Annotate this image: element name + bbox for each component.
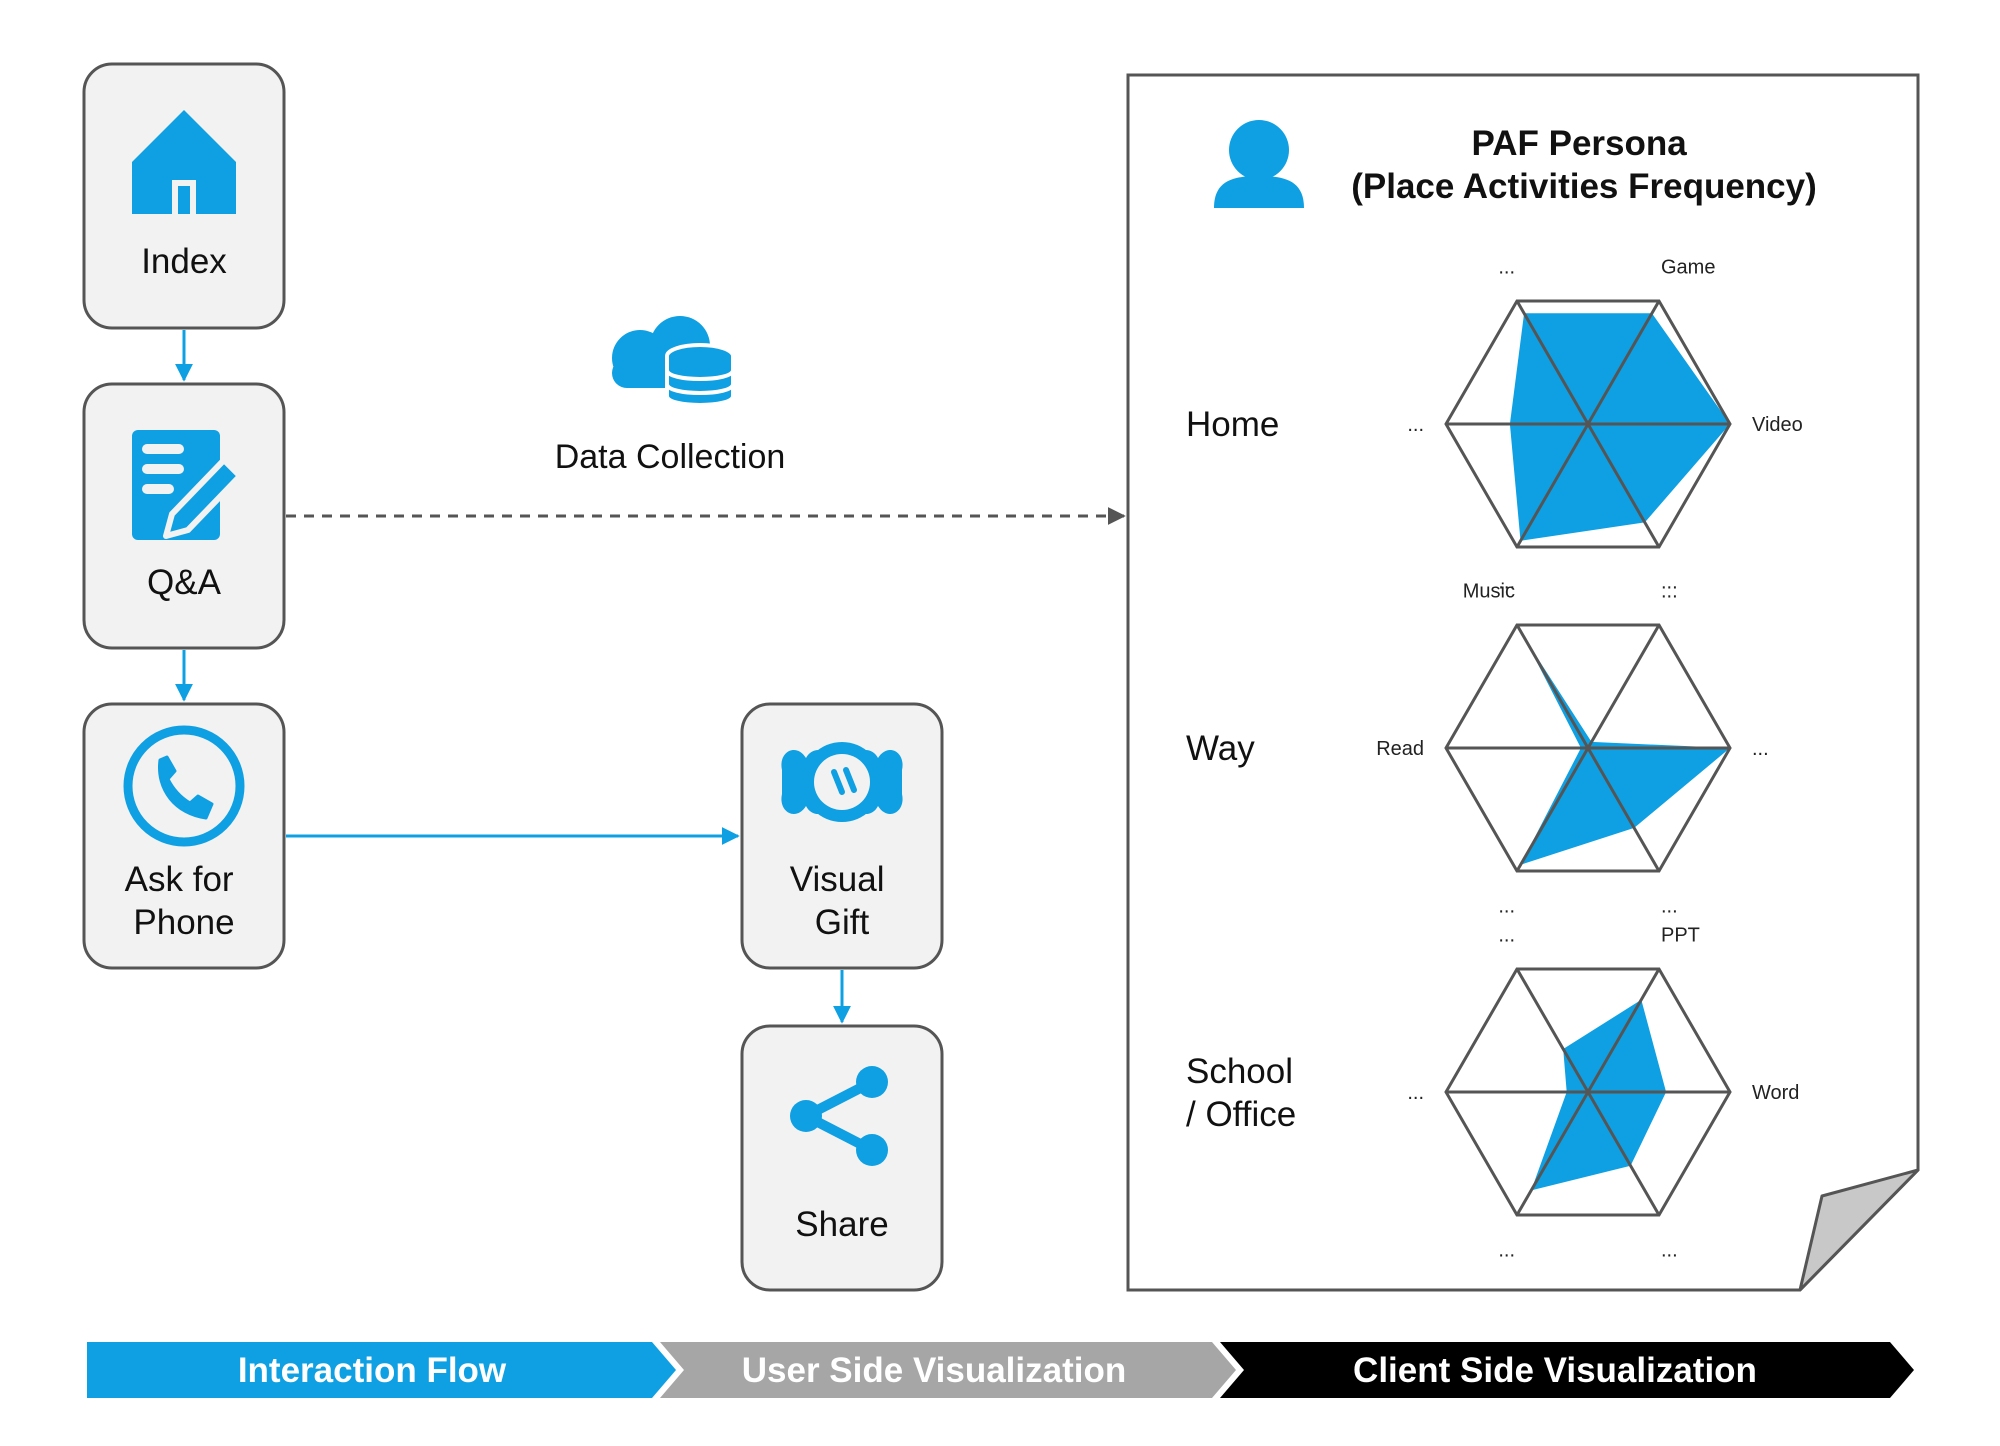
data-collection-label: Data Collection: [555, 438, 786, 476]
stage-interaction-flow: [87, 1342, 676, 1398]
radar-axis-label: ...: [1661, 1240, 1678, 1262]
radar-spoke: [1515, 300, 1661, 548]
radar-axis-label: ...: [1661, 580, 1678, 602]
candy-gift-icon: [781, 742, 903, 822]
radar-1: Way............ Read Music: [1186, 580, 1769, 917]
node-share[interactable]: Share: [740, 1024, 944, 1292]
radar-axis-label: ...: [1498, 256, 1515, 278]
data-collection: Data Collection: [555, 316, 786, 476]
stage-banner: Interaction Flow User Side Visualization…: [87, 1342, 1914, 1398]
radar-data-area: [1531, 999, 1667, 1191]
stage-user-side: [660, 1342, 1236, 1398]
node-ask-phone[interactable]: Ask for Phone: [82, 702, 286, 970]
share-icon: [790, 1066, 888, 1166]
stage-label-interaction: Interaction Flow: [238, 1351, 507, 1390]
radar-axis-label: ...: [1407, 414, 1424, 436]
persona-page: PAF Persona (Place Activities Frequency)…: [1126, 73, 1920, 1292]
radar-axis-label: ...: [1498, 896, 1515, 918]
qa-label: Q&A: [147, 563, 222, 602]
place-label: School/ Office: [1186, 1052, 1296, 1134]
radar-axis-label: Game: [1661, 256, 1715, 278]
radar-axis-label: ...: [1661, 896, 1678, 918]
home-icon: [132, 110, 236, 214]
radar-axis-label: ...: [1498, 572, 1515, 594]
radar-0: Home GameVideo............: [1186, 256, 1803, 593]
node-visual-gift[interactable]: Visual Gift: [740, 702, 944, 970]
node-qa[interactable]: Q&A: [82, 382, 286, 650]
user-icon: [1214, 120, 1304, 208]
radar-axis-label: ...: [1752, 738, 1769, 760]
index-label: Index: [141, 242, 227, 281]
cloud-database-icon: [612, 316, 735, 407]
radar-2: School/ Office PPT Word............: [1186, 924, 1799, 1261]
radar-axis-label: Video: [1752, 414, 1803, 436]
visual-gift-label: Visual Gift: [790, 860, 894, 942]
node-index[interactable]: Index: [82, 62, 286, 330]
radar-spoke: [1515, 624, 1661, 872]
share-label: Share: [795, 1205, 888, 1244]
persona-title: PAF Persona (Place Activities Frequency): [1351, 124, 1817, 206]
radar-axis-label: PPT: [1661, 924, 1700, 946]
radar-spoke: [1515, 968, 1661, 1216]
page-curl: [1798, 1168, 1920, 1292]
radar-axis-label: ...: [1498, 1240, 1515, 1262]
radar-axis-label: ...: [1661, 572, 1678, 594]
place-label: Home: [1186, 405, 1279, 444]
radar-axis-label: Read: [1376, 738, 1424, 760]
place-label: Way: [1186, 729, 1255, 768]
form-edit-icon: [132, 430, 243, 540]
radar-axis-label: Word: [1752, 1082, 1799, 1104]
stage-label-user-side: User Side Visualization: [742, 1351, 1127, 1390]
radar-axis-label: Music: [1463, 580, 1515, 602]
radar-axis-label: ...: [1498, 924, 1515, 946]
stage-client-side: [1220, 1342, 1914, 1398]
radar-data-area: [1520, 637, 1730, 865]
ask-phone-label: Ask for Phone: [125, 860, 244, 942]
phone-icon: [123, 725, 245, 847]
radar-data-area: [1509, 313, 1730, 541]
radar-axis-label: ...: [1407, 1082, 1424, 1104]
stage-label-client-side: Client Side Visualization: [1353, 1351, 1757, 1390]
